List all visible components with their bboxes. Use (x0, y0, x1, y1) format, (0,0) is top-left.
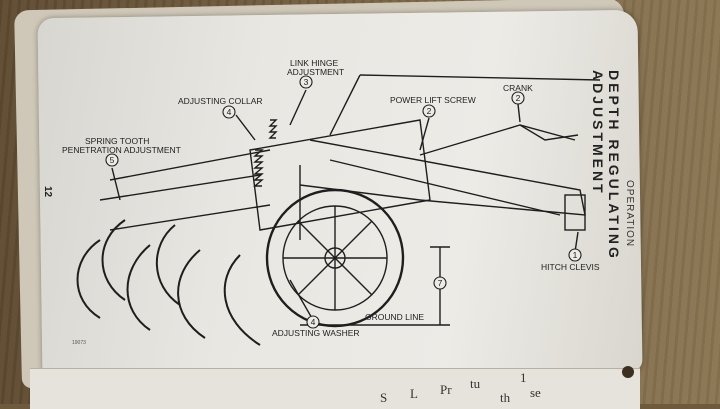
lower-text-7: S (380, 390, 388, 405)
callout-circle-7 (433, 276, 447, 290)
section-heading: OPERATION (624, 180, 635, 248)
callout-num-2-screw: 2 (427, 106, 432, 116)
crank-handle (519, 124, 579, 141)
hitch-clevis (564, 194, 586, 231)
figure-code: 19073 (72, 340, 86, 346)
binding-hole (622, 366, 634, 378)
label-link-hinge: LINK HINGE (290, 58, 339, 68)
wheel-spokes (283, 206, 387, 310)
label-crank: CRANK (503, 83, 533, 93)
crank-rod (359, 74, 601, 81)
callout-circle-2-screw (422, 104, 436, 118)
next-page-edge (30, 368, 640, 409)
tooth-bar (109, 149, 271, 181)
label-penetration-adjustment: PENETRATION ADJUSTMENT (62, 145, 181, 155)
callout-circle-5 (105, 153, 119, 167)
callout-num-1: 1 (573, 250, 578, 260)
label-adjusting-washer: ADJUSTING WASHER (272, 328, 360, 338)
callout-circle-2-crank (511, 91, 525, 105)
lower-text-1: 1 (520, 370, 527, 385)
label-adjusting-collar: ADJUSTING COLLAR (178, 96, 263, 106)
page-number: 12 (42, 186, 53, 198)
label-hitch-clevis: HITCH CLEVIS (541, 262, 600, 272)
callout-circle-3 (299, 75, 313, 89)
lower-text-3: th (500, 390, 511, 405)
lower-text-5: Pr (440, 382, 452, 397)
callout-circle-4-bottom (306, 315, 320, 329)
lower-text-4: tu (470, 376, 481, 391)
spring-teeth (76, 219, 261, 346)
lift-screw-arm (419, 124, 576, 156)
callout-num-4-top: 4 (227, 107, 232, 117)
callout-num-3: 3 (304, 77, 309, 87)
main-frame (299, 139, 586, 216)
label-link-hinge-adjustment: ADJUSTMENT (287, 67, 344, 77)
callout-num-7: 7 (438, 278, 443, 288)
lower-text-6: L (410, 386, 418, 401)
label-ground-line: GROUND LINE (365, 312, 424, 322)
tooth-springs (253, 119, 278, 187)
callout-circle-1 (568, 248, 582, 262)
page-title: DEPTH REGULATING ADJUSTMENT (590, 70, 622, 261)
callout-circle-4-top (222, 105, 236, 119)
wheel (265, 188, 405, 328)
callout-num-2-crank: 2 (516, 93, 521, 103)
lower-text-2: se (530, 385, 541, 400)
label-power-lift-screw: POWER LIFT SCREW (390, 95, 476, 105)
label-spring-tooth: SPRING TOOTH (85, 136, 149, 146)
callout-num-5: 5 (110, 155, 115, 165)
frame-plate (249, 119, 431, 231)
callout-num-4-bottom: 4 (311, 317, 316, 327)
